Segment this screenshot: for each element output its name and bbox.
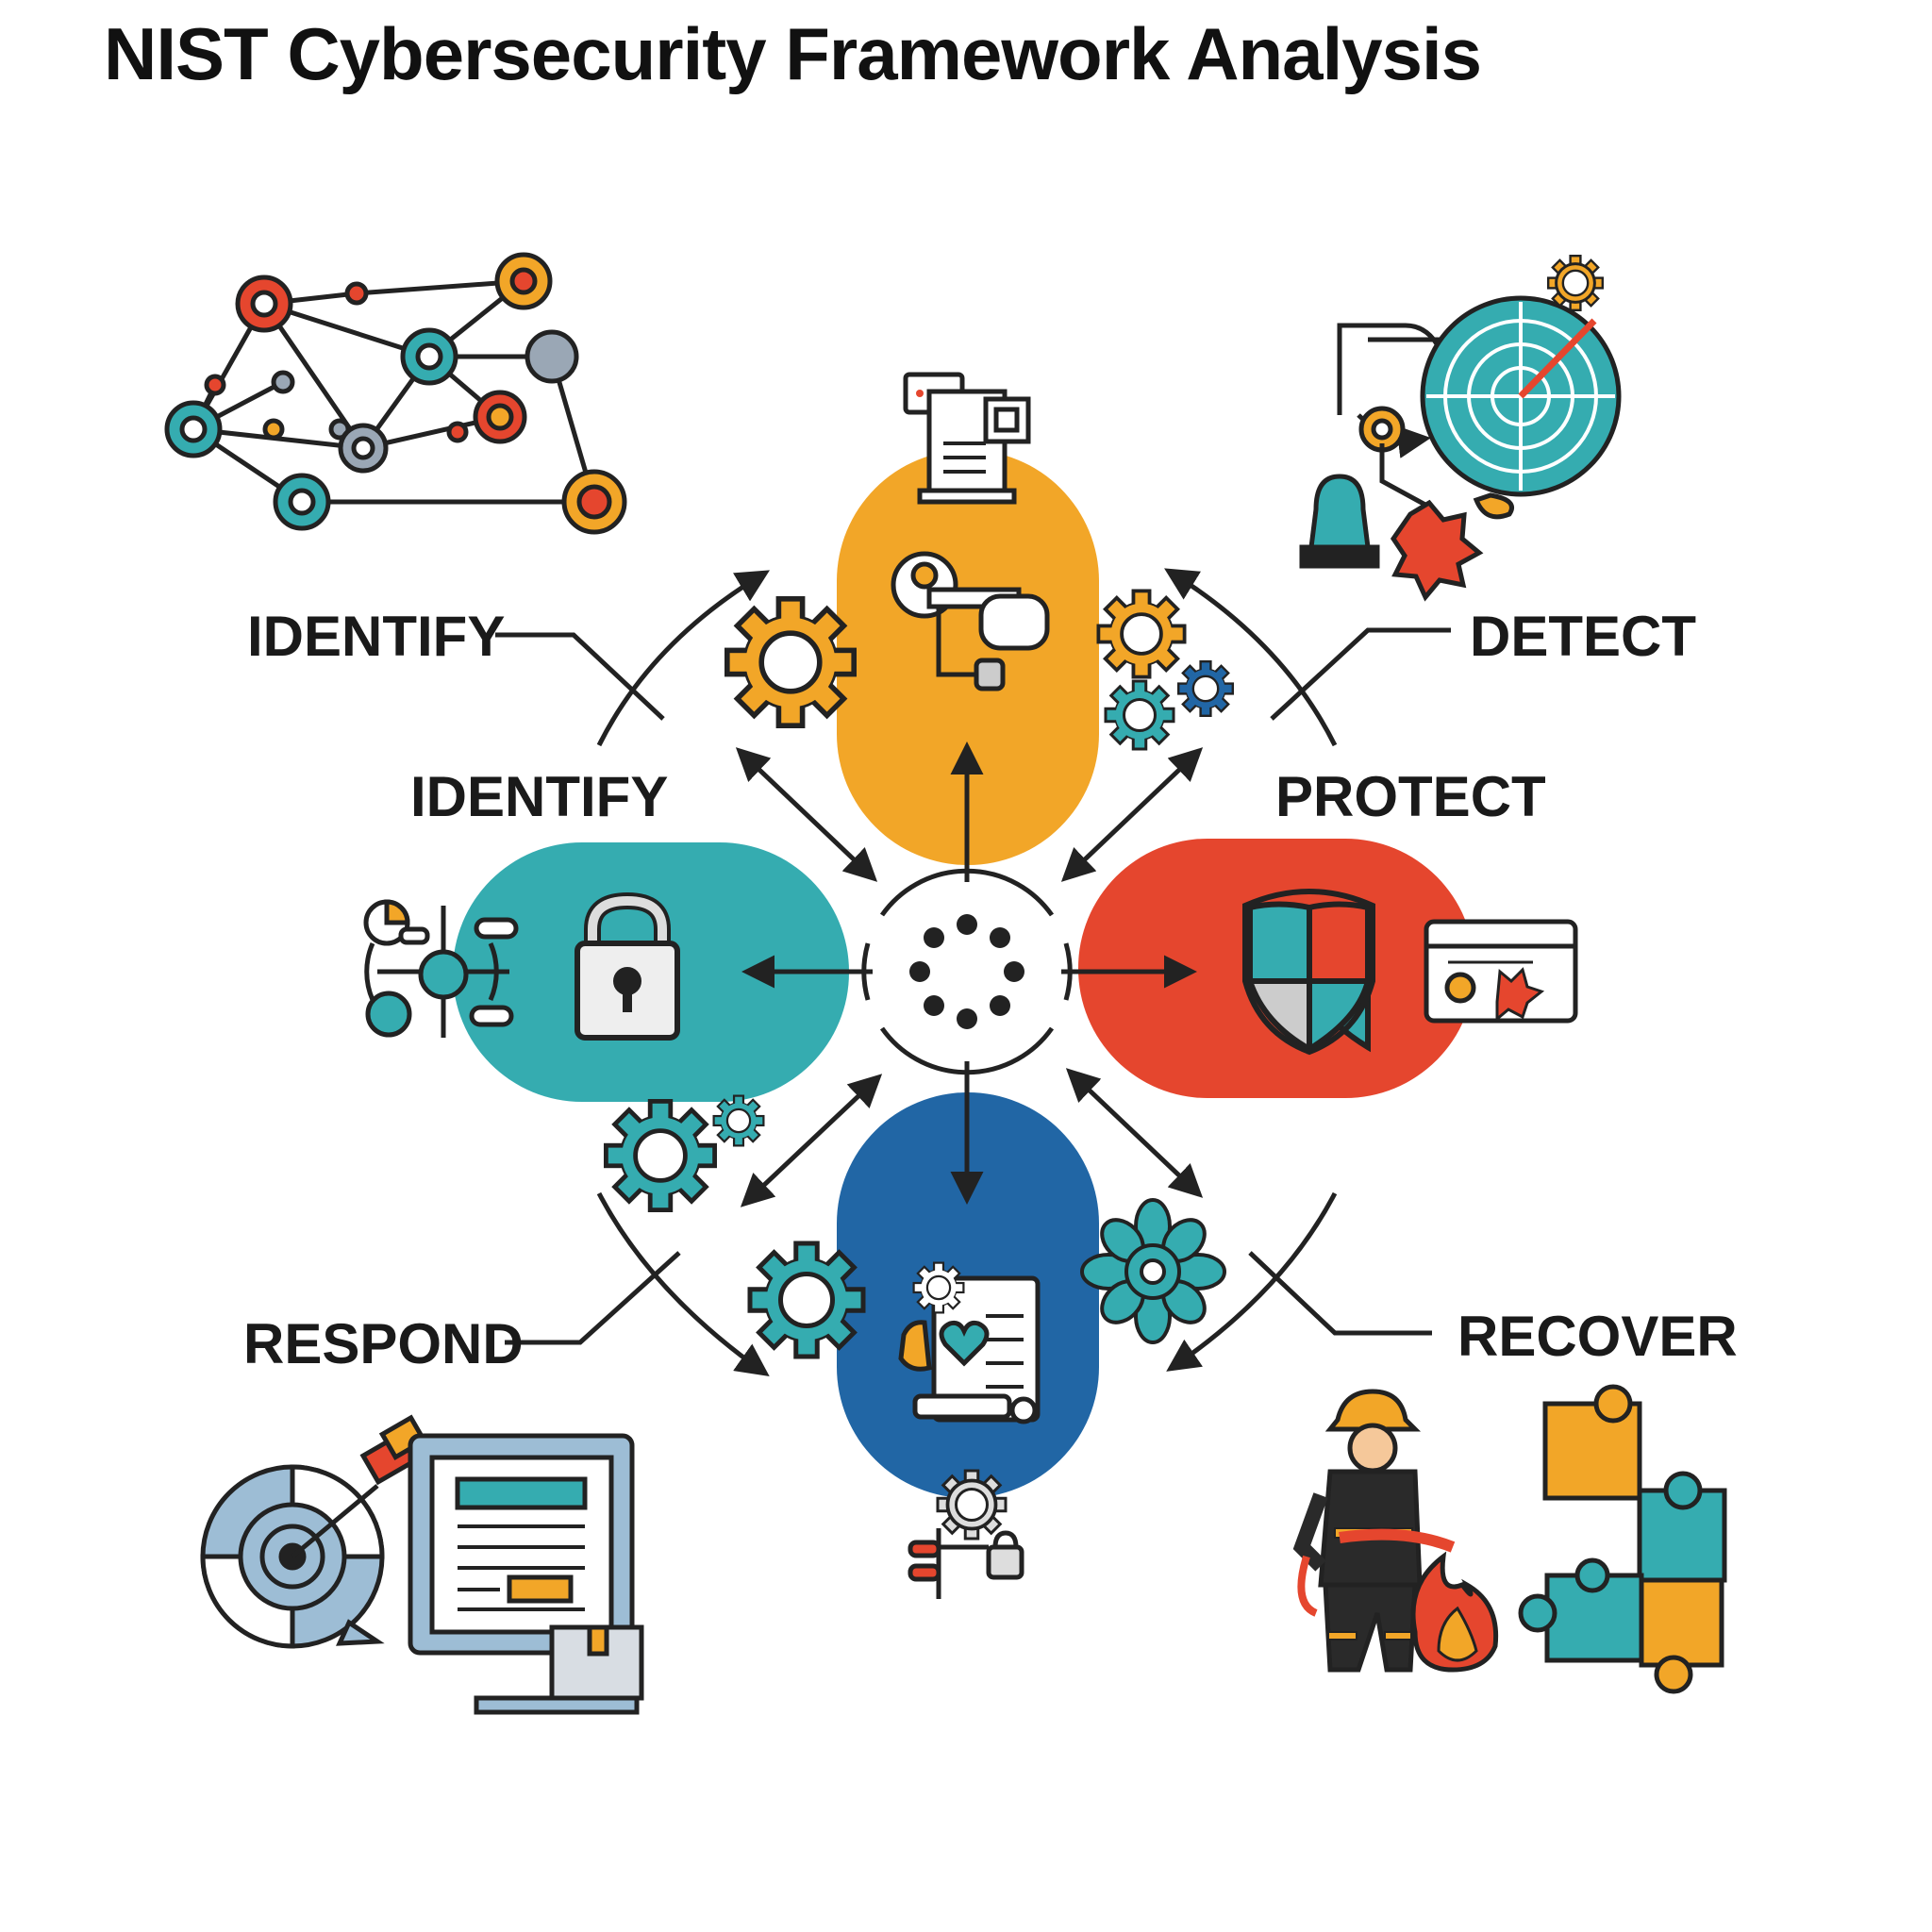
lock-flow-icon — [908, 1469, 1024, 1599]
radar-icon — [1299, 254, 1622, 602]
recovery-document-icon — [898, 1275, 1041, 1424]
hub-arrows — [735, 741, 1204, 1208]
label-detect: DETECT — [1470, 605, 1696, 668]
card-icon — [1424, 919, 1578, 1024]
target-monitor-icon — [200, 1414, 644, 1715]
page-title: NIST Cybersecurity Framework Analysis — [104, 12, 1482, 95]
outer-arrows — [596, 568, 1338, 1377]
shield-icon — [1242, 889, 1375, 1056]
network-node-icon — [363, 899, 519, 1038]
flower-network-icon — [1080, 1198, 1226, 1344]
label-leaders — [495, 627, 1451, 1345]
label-recover: RECOVER — [1457, 1305, 1738, 1368]
padlock-icon — [575, 891, 680, 1041]
orange-lobe — [837, 450, 1099, 865]
network-graph-icon — [164, 252, 627, 535]
dotted-circle-hub-icon — [861, 868, 1073, 1075]
label-respond: RESPOND — [243, 1312, 524, 1375]
key-document-icon — [891, 372, 1050, 691]
label-protect: PROTECT — [1275, 765, 1546, 828]
firefighter-puzzle-icon — [1292, 1384, 1727, 1694]
label-identify-mid: IDENTIFY — [410, 765, 668, 828]
label-identify-top: IDENTIFY — [247, 605, 505, 668]
